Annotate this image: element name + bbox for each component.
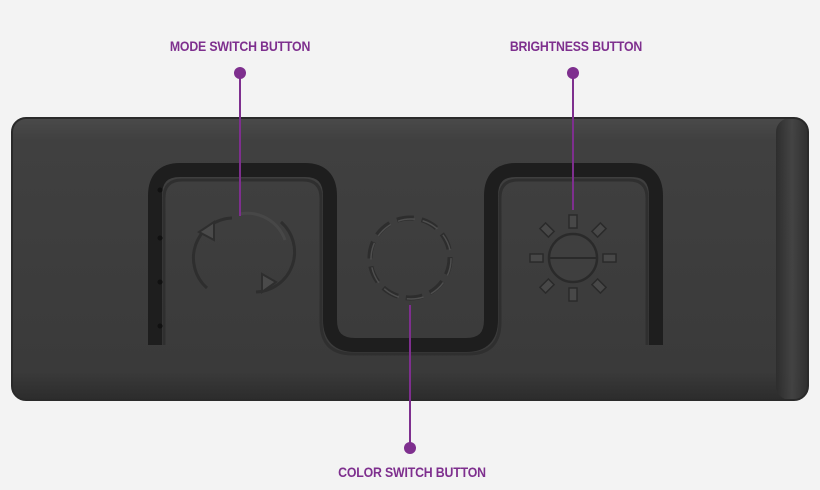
mode-switch-button[interactable]: [191, 211, 297, 294]
color-callout-leader: [404, 305, 416, 454]
mode-callout-leader: [234, 67, 246, 216]
mode-switch-label: MODE SWITCH BUTTON: [169, 38, 311, 54]
sun-icon: [529, 214, 617, 302]
brightness-callout-leader: [567, 67, 579, 210]
brightness-label: BRIGHTNESS BUTTON: [509, 38, 643, 54]
refresh-cycle-icon: [191, 211, 297, 294]
color-switch-button[interactable]: [367, 215, 453, 301]
color-switch-label: COLOR SWITCH BUTTON: [338, 464, 486, 480]
brightness-button[interactable]: [529, 214, 617, 302]
dashed-circle-icon: [367, 215, 453, 301]
